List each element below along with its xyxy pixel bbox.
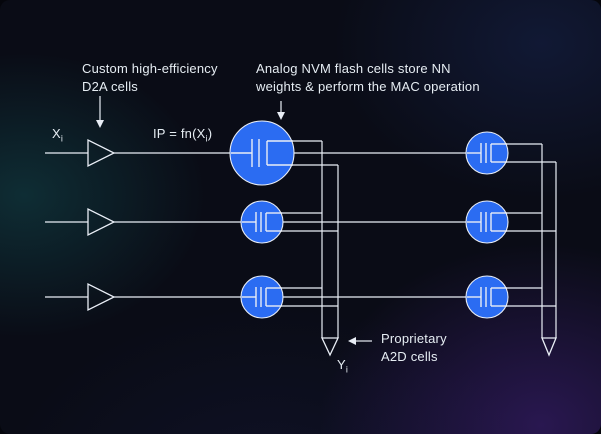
nvm-cell-3-2 bbox=[465, 275, 509, 319]
annotation-d2a-line1: Custom high-efficiency bbox=[82, 61, 218, 76]
nvm-pointer-arrow-icon bbox=[277, 101, 285, 120]
column-bus-1 bbox=[321, 141, 339, 338]
output-label-base: Y bbox=[337, 357, 346, 372]
annotation-nvm-line1: Analog NVM flash cells store NN bbox=[256, 61, 451, 76]
annotation-a2d: Proprietary A2D cells bbox=[381, 330, 447, 366]
flash-transistor-icon bbox=[467, 287, 507, 307]
input-label-sub: i bbox=[60, 133, 64, 144]
transfer-function-sub: i bbox=[205, 133, 208, 144]
flash-transistor-icon bbox=[231, 139, 293, 167]
flash-transistor-icon bbox=[467, 212, 507, 232]
annotation-d2a-line2: D2A cells bbox=[82, 79, 138, 94]
transfer-function-post: ) bbox=[207, 126, 213, 141]
d2a-buffer-3 bbox=[87, 282, 116, 312]
annotation-nvm: Analog NVM flash cells store NN weights … bbox=[256, 60, 480, 96]
a2d-pointer-arrow-icon bbox=[348, 337, 372, 345]
output-label-sub: i bbox=[345, 364, 349, 375]
nvm-cell-1-2 bbox=[465, 131, 509, 175]
d2a-pointer-arrow-icon bbox=[96, 96, 104, 128]
nvm-cell-2-2 bbox=[465, 200, 509, 244]
column-bus-2 bbox=[541, 144, 557, 338]
d2a-buffer-2 bbox=[87, 207, 116, 237]
transfer-function-pre: IP = fn(X bbox=[153, 126, 206, 141]
input-label-base: X bbox=[52, 126, 61, 141]
d2a-buffer-1 bbox=[87, 138, 116, 168]
annotation-nvm-line2: weights & perform the MAC operation bbox=[256, 79, 480, 94]
annotation-a2d-line2: A2D cells bbox=[381, 349, 438, 364]
input-label: Xi bbox=[52, 126, 63, 144]
a2d-converter-1 bbox=[320, 337, 340, 357]
nvm-cell-3-1 bbox=[240, 275, 284, 319]
nvm-cell-1-1 bbox=[229, 120, 295, 186]
annotation-d2a: Custom high-efficiency D2A cells bbox=[82, 60, 218, 96]
transfer-function-label: IP = fn(Xi) bbox=[153, 126, 212, 144]
a2d-converter-2 bbox=[541, 337, 557, 357]
nvm-cell-2-1 bbox=[240, 200, 284, 244]
flash-transistor-icon bbox=[242, 212, 282, 232]
cell-output-leads bbox=[262, 140, 556, 307]
annotation-a2d-line1: Proprietary bbox=[381, 331, 447, 346]
output-label: Yi bbox=[337, 357, 348, 375]
flash-transistor-icon bbox=[242, 287, 282, 307]
flash-transistor-icon bbox=[467, 143, 507, 163]
